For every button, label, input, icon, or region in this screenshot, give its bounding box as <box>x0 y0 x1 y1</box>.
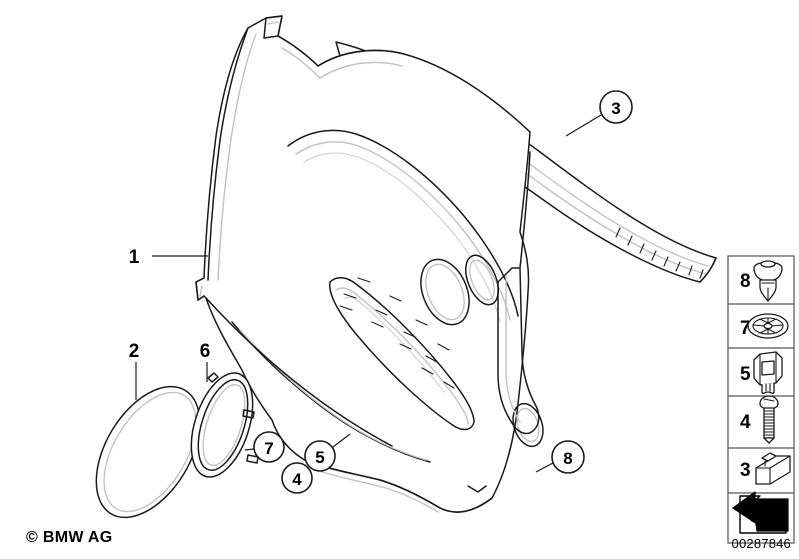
legend-row-4[interactable]: 4 <box>740 395 779 444</box>
callout-8-circle <box>551 440 585 474</box>
mounting-hole-lower <box>512 402 544 448</box>
legend-row-7[interactable]: 7 <box>740 313 789 339</box>
legend-number-5: 5 <box>740 364 751 385</box>
mounting-holes-upper <box>420 254 499 326</box>
callout-1-label: 1 <box>129 247 140 268</box>
screw-icon <box>759 395 779 444</box>
callout-8[interactable]: 8 <box>551 440 585 474</box>
callout-5-circle <box>304 440 336 472</box>
star-washer-icon <box>747 313 789 339</box>
callout-3[interactable]: 3 <box>599 90 633 124</box>
bent-arrow-icon <box>732 491 789 534</box>
part-1-side-trim-panel <box>195 15 544 513</box>
callout-8-label: 8 <box>563 449 572 468</box>
legend-number-7: 7 <box>740 318 751 339</box>
speaker-grille-slots <box>339 277 455 389</box>
callout-4-label: 4 <box>292 470 302 489</box>
callout-3-label: 3 <box>611 99 620 118</box>
callout-7-label: 7 <box>264 439 273 458</box>
legend-row-arrow[interactable] <box>732 489 789 540</box>
legend-number-8: 8 <box>740 271 751 292</box>
diagram-part-number: 00287846 <box>731 536 791 551</box>
callout-3-circle <box>599 90 633 124</box>
callout-4[interactable]: 4 <box>281 462 313 494</box>
legend-number-4: 4 <box>740 412 751 433</box>
part-2-oval-speaker-cover <box>95 385 201 519</box>
callout-2[interactable]: 2 <box>129 341 140 362</box>
callout-6-label: 6 <box>200 341 211 362</box>
legend-number-3: 3 <box>740 460 751 481</box>
right-flange <box>497 151 540 435</box>
door-handle-recess <box>329 277 475 431</box>
callout-leaders <box>135 114 602 473</box>
part-6-oval-trim-ring <box>190 372 259 478</box>
copyright-notice: © BMW AG <box>26 529 113 546</box>
legend-row-3[interactable]: 3 <box>740 452 791 485</box>
callout-5[interactable]: 5 <box>304 440 336 472</box>
callout-4-circle <box>281 462 313 494</box>
callout-7-circle <box>253 431 285 463</box>
callout-6[interactable]: 6 <box>200 341 211 362</box>
bracket-clip-icon <box>755 452 791 485</box>
push-rivet-icon <box>753 260 783 302</box>
callout-2-label: 2 <box>129 341 140 362</box>
legend-row-8[interactable]: 8 <box>740 260 783 302</box>
callout-1[interactable]: 1 <box>129 247 140 268</box>
callout-5-label: 5 <box>315 448 324 467</box>
callout-7[interactable]: 7 <box>253 431 285 463</box>
legend-row-5[interactable]: 5 <box>740 351 783 394</box>
panel-clip-icon <box>753 351 783 394</box>
